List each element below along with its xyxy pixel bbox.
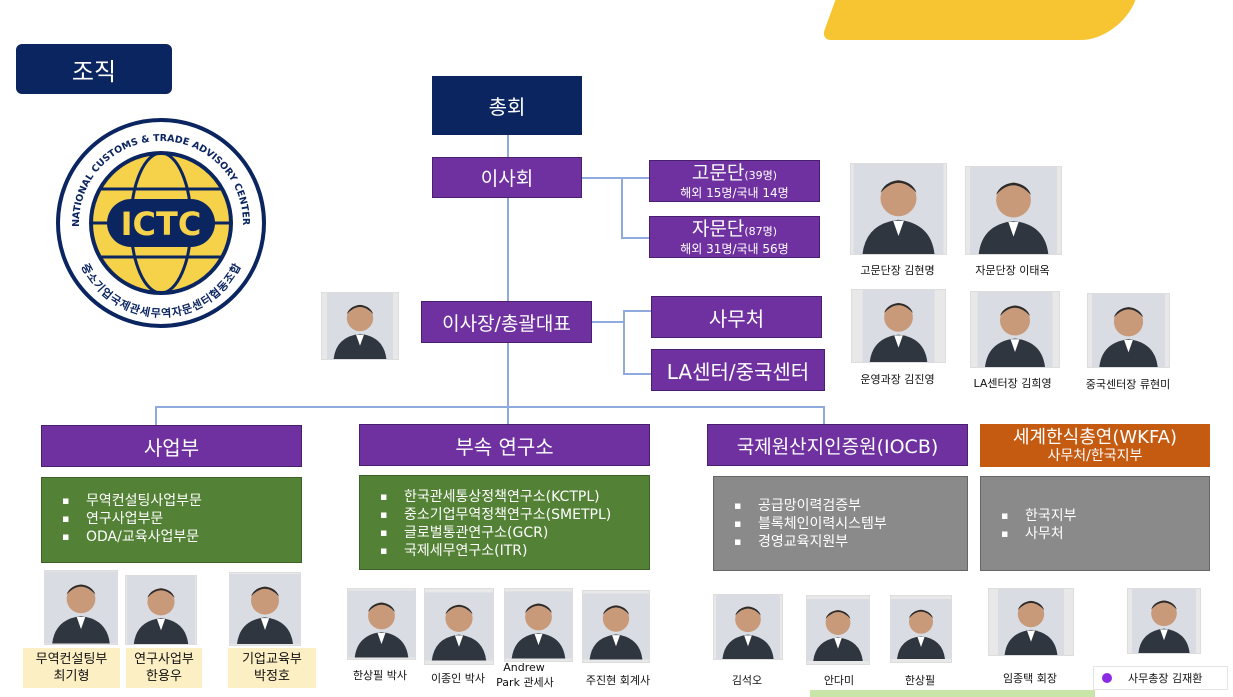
staff-name: 한용우 [146,669,182,684]
staff-name: 박정호 [254,669,290,684]
person-photo [850,163,947,255]
badge-dot-icon [1102,673,1112,683]
chairman-box[interactable]: 이사장/총괄대표 [421,301,592,343]
chairman-photo [321,292,399,360]
list-item: 공급망이력검증부 [734,497,967,515]
decorative-banner [820,0,1140,40]
logo-center-text: ICTC [121,205,202,243]
wkfa-list-box: 한국지부 사무처 [980,476,1210,571]
secretariat-box[interactable]: 사무처 [651,296,822,338]
wkfa-division-box[interactable]: 세계한식총연(WKFA) 사무처/한국지부 [980,424,1210,467]
person-photo [851,289,946,363]
person-photo [424,588,494,665]
person-photo [44,570,118,645]
person-photo [965,166,1062,255]
connector-to-secretariat [623,310,651,312]
person-photo [582,590,650,663]
person-caption: 고문단장 김현명 [860,264,935,277]
staff-label: 무역컨설팅부 최기형 [23,648,120,688]
page-title[interactable]: 조직 [16,44,172,94]
person-photo [890,595,952,663]
connector-to-advisory1 [621,177,649,179]
list-item: ODA/교육사업부문 [62,528,301,546]
staff-dept: 연구사업부 [134,652,194,667]
person-caption: 자문단장 이태옥 [975,264,1050,277]
consulting-group-name: 자문단 [691,217,745,240]
consulting-group-count: (87명) [744,224,778,238]
person-caption: 운영과장 김진영 [860,373,935,386]
person-caption: Andrew [503,661,545,674]
list-item: 블록체인이력시스템부 [734,515,967,533]
person-caption: 김석오 [731,674,763,687]
person-caption: 이종인 박사 [430,672,486,685]
person-caption: 주진현 회계사 [585,674,651,687]
list-item: 무역컨설팅사업부문 [62,492,301,510]
general-assembly-box[interactable]: 총회 [432,76,582,135]
list-item: 연구사업부문 [62,510,301,528]
wkfa-title: 세계한식총연(WKFA) [1012,427,1178,448]
list-item: 국제세무연구소(ITR) [380,542,649,560]
staff-dept: 무역컨설팅부 [35,652,108,667]
connector-chair-vertical [623,310,625,374]
connector-main-vertical [507,135,509,407]
business-list-box: 무역컨설팅사업부문 연구사업부문 ODA/교육사업부문 [41,477,302,563]
connector-drop-business [155,406,157,426]
iocb-list-box: 공급망이력검증부 블록체인이력시스템부 경영교육지원부 [713,476,968,571]
staff-dept: 기업교육부 [242,652,302,667]
advisory-group-name: 고문단 [691,161,745,184]
connector-drop-iocb [823,406,825,426]
person-photo [713,594,783,660]
list-item: 한국관세통상정책연구소(KCTPL) [380,488,649,506]
ictc-logo: ICTC INTERNATIONAL CUSTOMS & TRADE ADVIS… [51,109,267,329]
person-photo [1087,293,1170,368]
person-caption: LA센터장 김희영 [973,377,1052,390]
list-item: 글로벌통관연구소(GCR) [380,524,649,542]
connector-advisory-vertical [621,177,623,238]
person-caption: 사무총장 김재환 [1128,672,1203,685]
consulting-group-box[interactable]: 자문단(87명) 해외 31명/국내 56명 [649,216,820,258]
wkfa-subtitle: 사무처/한국지부 [1047,448,1143,464]
connector-to-centers [623,373,651,375]
institute-list-box: 한국관세통상정책연구소(KCTPL) 중소기업무역정책연구소(SMETPL) 글… [359,475,650,570]
business-division-box[interactable]: 사업부 [41,425,302,467]
staff-label: 기업교육부 박정호 [228,648,316,688]
connector-horizontal [155,406,825,408]
advisory-group-count: (39명) [744,168,778,182]
institute-division-box[interactable]: 부속 연구소 [359,424,650,466]
person-photo [1127,588,1201,654]
connector-drop-institute [507,406,509,426]
person-photo [504,588,573,662]
person-photo [988,588,1074,656]
person-caption: 임종택 회장 [1002,672,1058,685]
connector-chair-right [592,321,624,323]
person-caption: 한상필 박사 [352,669,408,682]
person-photo [347,588,416,660]
centers-box[interactable]: LA센터/중국센터 [651,349,825,391]
secretary-general-badge: 사무총장 김재환 [1093,666,1228,690]
person-photo [125,575,197,645]
advisory-group-detail: 해외 15명/국내 14명 [680,185,789,200]
list-item: 한국지부 [1001,507,1209,525]
person-caption: Park 관세사 [496,676,554,689]
person-photo [229,572,301,646]
iocb-division-box[interactable]: 국제원산지인증원(IOCB) [707,424,968,466]
advisory-group-box[interactable]: 고문단(39명) 해외 15명/국내 14명 [649,160,820,202]
person-photo [970,291,1060,368]
list-item: 중소기업무역정책연구소(SMETPL) [380,506,649,524]
connector-to-advisory2 [621,237,649,239]
staff-label: 연구사업부 한용우 [126,648,202,688]
consulting-group-detail: 해외 31명/국내 56명 [680,241,789,256]
person-caption: 한상필 [904,674,936,687]
staff-name: 최기형 [53,669,90,684]
person-caption: 중국센터장 류현미 [1085,378,1171,391]
list-item: 경영교육지원부 [734,533,967,551]
connector-board-advisory [582,177,622,179]
board-box[interactable]: 이사회 [432,157,582,198]
person-caption: 안다미 [823,674,855,687]
person-photo [806,595,870,665]
decorative-bottom-bar [810,690,1095,697]
list-item: 사무처 [1001,525,1209,543]
